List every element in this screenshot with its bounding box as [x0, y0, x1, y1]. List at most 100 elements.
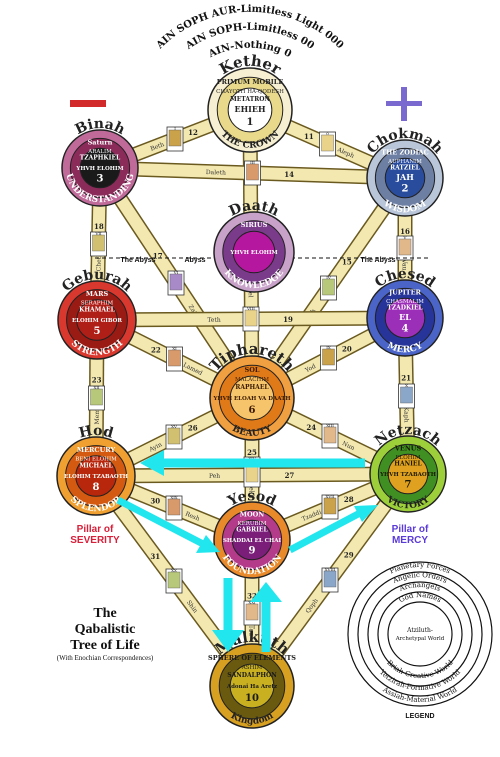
- sephirah-planet: MARS: [86, 290, 109, 298]
- tarot-card: VI: [167, 270, 185, 296]
- tarot-numeral: IV: [326, 275, 331, 280]
- sephirah-god-name: SHADDAI EL CHAI: [223, 538, 282, 544]
- sephirah-planet: SPHERE OF ELEMENTS: [208, 654, 296, 662]
- sephirah-binah: BinahUNDERSTANDINGSaturnARALIMTZAPHKIELY…: [61, 116, 139, 207]
- path-hebrew-letter: Teth: [207, 317, 221, 324]
- arrow-head-yesod-left: [196, 535, 220, 553]
- legend-center-1: Atziluth-: [406, 627, 433, 634]
- tarot-numeral: I: [174, 126, 176, 131]
- tarot-numeral: VI: [173, 270, 179, 275]
- tarot-numeral: IX: [326, 345, 331, 350]
- sephirah-quality: MERCY: [386, 341, 425, 356]
- pillar-severity: Pillar of SEVERITY: [55, 524, 135, 546]
- path-number-label: 30: [150, 496, 160, 505]
- sephirah-number: 2: [402, 184, 409, 195]
- path-number-label: 18: [94, 222, 104, 231]
- path-hebrew-letter: Peh: [209, 473, 220, 480]
- pillar-mercy: Pillar of MERCY: [370, 524, 450, 546]
- sephirah-god-name: YHVH TZABAOTH: [379, 472, 436, 478]
- path-hebrew-letter: Daleth: [206, 169, 226, 177]
- sephirah-angelic-order: KERUBIM: [238, 521, 267, 527]
- sephirah-number: 9: [249, 546, 256, 557]
- pillar-mercy-line2: MERCY: [391, 535, 429, 546]
- path-hebrew-letter: Kaph: [402, 407, 409, 423]
- path-number-label: 32: [247, 591, 257, 600]
- sephirah-god-name: ELOHIM TZABAOTH: [64, 474, 128, 480]
- sephirah-core: [227, 87, 273, 133]
- path-number-label: 21: [401, 373, 411, 382]
- path-hebrew-letter: Beth: [149, 141, 165, 153]
- path-hebrew-letter: Cheth: [95, 253, 102, 272]
- plus-symbol-v: [401, 87, 407, 121]
- tarot-card: 0: [319, 131, 336, 157]
- path-number-label: 26: [188, 424, 198, 433]
- tarot-numeral: XVII: [326, 494, 335, 499]
- sephirah-planet: SIRIUS: [241, 221, 268, 229]
- tarot-card: IV: [320, 275, 337, 301]
- sephirah-core: [79, 147, 121, 189]
- sephirah-hod: HodSPLENDORMERCURYBENI ELOHIMMICHAELELOH…: [56, 423, 136, 516]
- sephirah-archangel: RAPHAEL: [235, 384, 269, 391]
- sephirah-core: [231, 519, 273, 561]
- tarot-numeral: XX: [171, 568, 177, 573]
- tarot-card: VIII: [242, 306, 260, 332]
- abyss-label-right: The Abyss: [360, 257, 395, 264]
- pillar-severity-line2: SEVERITY: [70, 535, 120, 546]
- title-line-1: The: [93, 606, 117, 621]
- sephirah-planet: VENUS: [394, 444, 422, 452]
- sephirah-archangel: MICHAEL: [79, 462, 113, 469]
- path-number-label: 27: [285, 471, 295, 480]
- path-number-label: 29: [344, 551, 354, 560]
- sephirah-core: [384, 297, 426, 339]
- sephirah-planet: THE ZODIAC: [381, 148, 429, 156]
- sephirah-core: [387, 453, 429, 495]
- sephirah-angelic-order: CHAYOTH HA-QODESH: [216, 89, 284, 95]
- path-number-label: 14: [284, 170, 294, 179]
- tarot-numeral: XIII: [326, 423, 334, 428]
- path-number-label: 17: [153, 251, 163, 260]
- sephirah-number: 4: [402, 324, 409, 335]
- tarot-numeral: XXI: [248, 600, 256, 605]
- path-number-label: 25: [247, 448, 257, 457]
- path-hebrew-letter: Tau: [247, 625, 254, 636]
- tarot-numeral: XIX: [170, 495, 177, 500]
- path-number-label: 23: [92, 375, 102, 384]
- sephirah-planet: Saturn: [88, 138, 113, 146]
- tarot-numeral: XVIII: [325, 567, 336, 572]
- sephirah-angelic-order: BENI ELOHIM: [75, 456, 117, 462]
- sephirah-god-name: YHVH ELOHIM: [75, 166, 123, 172]
- sephirah-core: [229, 375, 275, 421]
- path-hebrew-letter: Yod: [303, 363, 317, 375]
- tarot-numeral: X: [405, 383, 408, 388]
- path-number-label: 16: [400, 227, 410, 236]
- tarot-card: XIII: [321, 423, 339, 449]
- path-number-label: 31: [150, 552, 160, 561]
- sephirah-angelic-order: ELOHIM: [396, 455, 421, 461]
- tarot-card: V: [396, 235, 414, 261]
- sephirah-core: [232, 230, 276, 274]
- tarot-numeral: XII: [93, 385, 99, 390]
- sephirah-archangel: KHAMAEL: [79, 306, 115, 313]
- sephirah-core: [229, 663, 275, 709]
- sephirah-number: 8: [93, 482, 100, 493]
- sephirah-archangel: GABRIEL: [236, 527, 268, 534]
- sephirah-planet: PRIMUM MOBILE: [217, 78, 284, 86]
- tarot-card: III: [244, 160, 261, 186]
- sephirah-planet: JUPITER: [388, 288, 421, 296]
- sephirah-geburah: GeburahSTRENGTHMARSSERAPHIMKHAMAELELOHIM…: [57, 267, 137, 360]
- legend-title: LEGEND: [405, 713, 434, 720]
- tarot-numeral: VII: [94, 231, 101, 236]
- tarot-numeral: XV: [171, 424, 177, 429]
- path-number-label: 24: [306, 423, 316, 432]
- sephirah-core: [384, 157, 426, 199]
- arrow-head-down: [212, 630, 244, 652]
- sephirah-archangel: RATZIEL: [390, 165, 421, 172]
